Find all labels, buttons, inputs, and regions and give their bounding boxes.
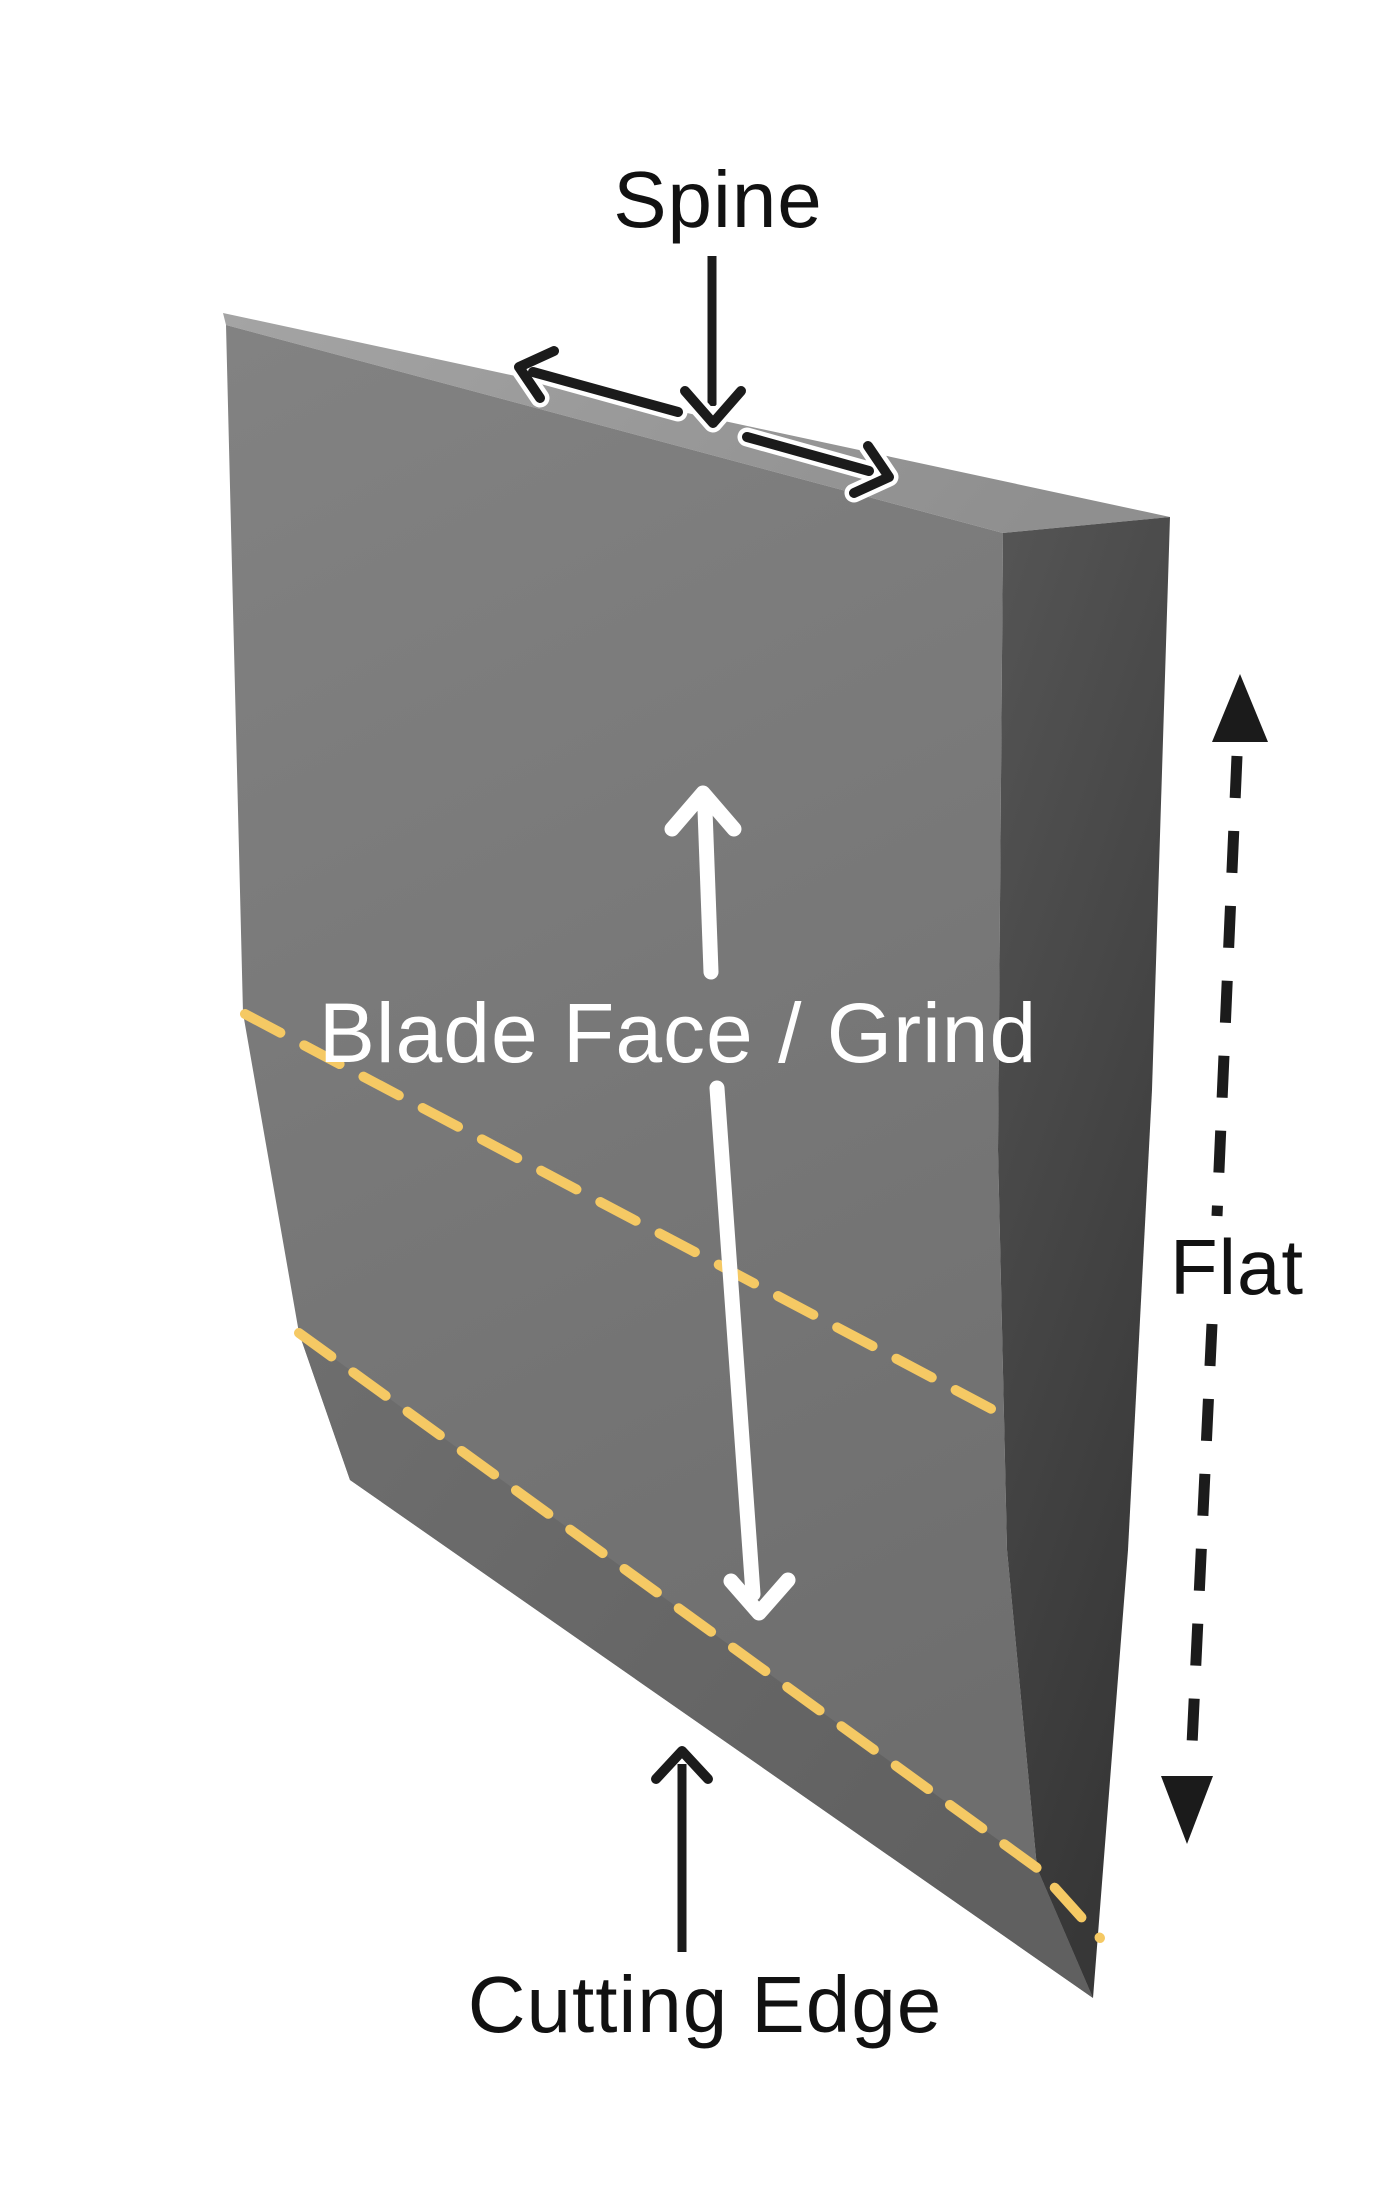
blade-side-face [998,517,1170,1998]
blade-face-arrow-shaft-lower [709,1080,761,1602]
grind-line-upper [240,1009,1004,1418]
cutting-edge-bevel [299,1333,1093,1998]
flat-annotation [1161,674,1268,1844]
blade-face-arrow-shaft-upper [697,802,719,980]
spine-top-face [223,313,1170,533]
spine-double-arrow [514,346,894,498]
flat-label: Flat [1170,1223,1304,1311]
cutting-edge-pointer-head [651,1746,713,1784]
spine-pointer-head [680,386,746,428]
flat-arrow-bottom-head [1161,1776,1213,1844]
blade-face-label: Blade Face / Grind [319,986,1037,1080]
spine-double-arrow-right-head [849,441,894,498]
flat-arrow-dash-lower [1185,1323,1218,1767]
spine-double-arrow-right-shaft [742,432,874,476]
grind-line-lower [294,1328,1105,1943]
blade-face-arrow-up-head [664,785,742,837]
grind-lines [240,1009,1105,1943]
blade-body [223,313,1170,1998]
spine-label: Spine [613,155,823,244]
spine-annotation [509,256,899,503]
flat-arrow-top-head [1212,674,1268,742]
blade-face-arrow-down-head [723,1572,796,1621]
blade-front-face [226,325,1093,1998]
cutting-edge-annotation [646,1741,718,1952]
spine-double-arrow-left-shaft [528,367,683,417]
flat-arrow-dash-upper [1211,755,1243,1217]
cutting-edge-label: Cutting Edge [468,1960,943,2049]
blade-face-arrow [664,785,796,1621]
spine-double-arrow-left-head [514,346,559,403]
